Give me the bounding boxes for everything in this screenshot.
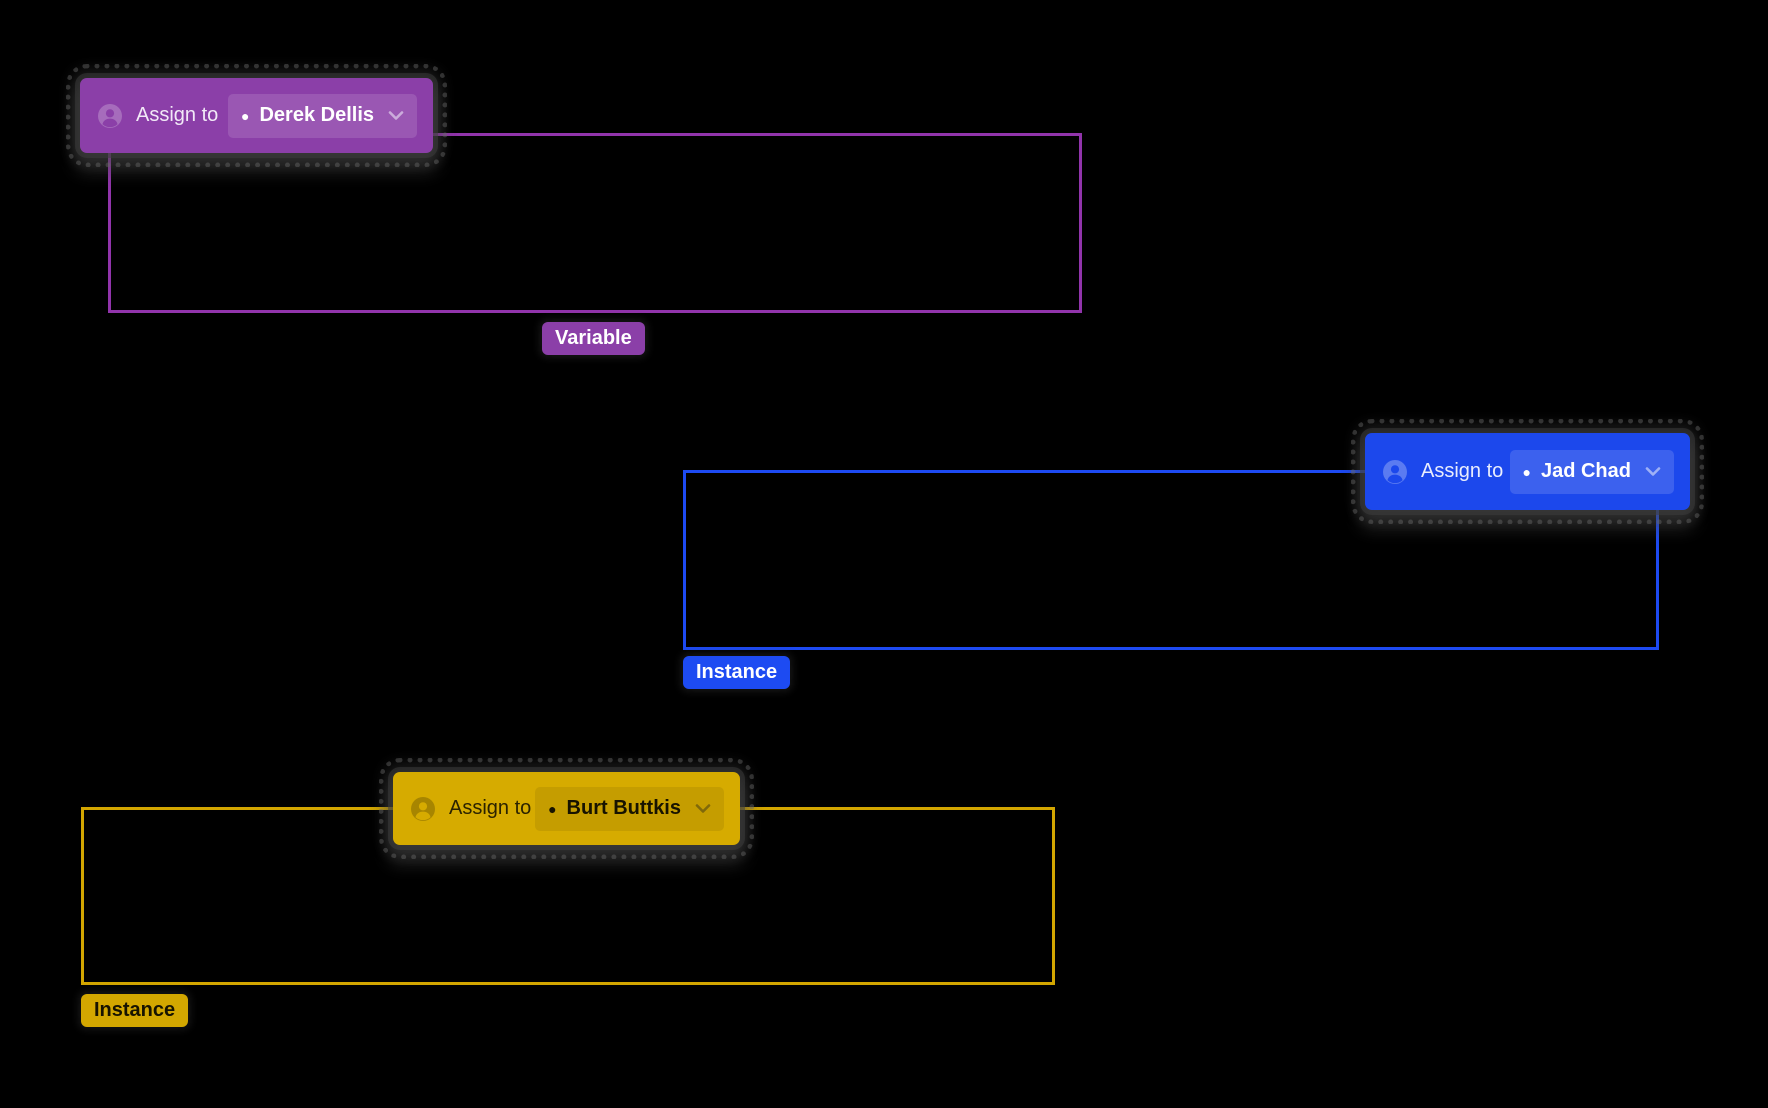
- assignee-dropdown[interactable]: ● Derek Dellis: [228, 93, 417, 138]
- selection-outline: [108, 133, 1082, 313]
- assign-to-bar: Assign to ● Jad Chad: [1351, 419, 1704, 524]
- assign-to-label: Assign to: [136, 104, 219, 126]
- type-label-instance: Instance: [81, 994, 189, 1027]
- assignee-dropdown[interactable]: ● Burt Buttkis: [535, 786, 724, 831]
- selection-outline: [683, 470, 1659, 650]
- chevron-down-icon: [695, 803, 711, 814]
- user-avatar-icon: [411, 796, 435, 821]
- presence-dot-icon: ●: [241, 107, 250, 124]
- type-label-instance: Instance: [683, 656, 791, 689]
- user-avatar-icon: [98, 103, 122, 128]
- assign-to-label: Assign to: [1421, 460, 1504, 482]
- presence-dot-icon: ●: [1522, 463, 1531, 480]
- assign-to-label: Assign to: [449, 797, 532, 819]
- user-avatar-icon: [1383, 459, 1407, 484]
- presence-dot-icon: ●: [548, 800, 557, 817]
- assignee-name: Burt Buttkis: [566, 797, 681, 819]
- assign-to-bar: Assign to ● Derek Dellis: [66, 64, 447, 167]
- assignee-dropdown[interactable]: ● Jad Chad: [1509, 449, 1674, 494]
- chevron-down-icon: [388, 110, 404, 121]
- type-label-variable: Variable: [542, 322, 645, 355]
- assign-to-bar: Assign to ● Burt Buttkis: [379, 758, 754, 859]
- assignee-name: Derek Dellis: [259, 104, 374, 126]
- chevron-down-icon: [1645, 466, 1661, 477]
- assignee-name: Jad Chad: [1540, 460, 1631, 482]
